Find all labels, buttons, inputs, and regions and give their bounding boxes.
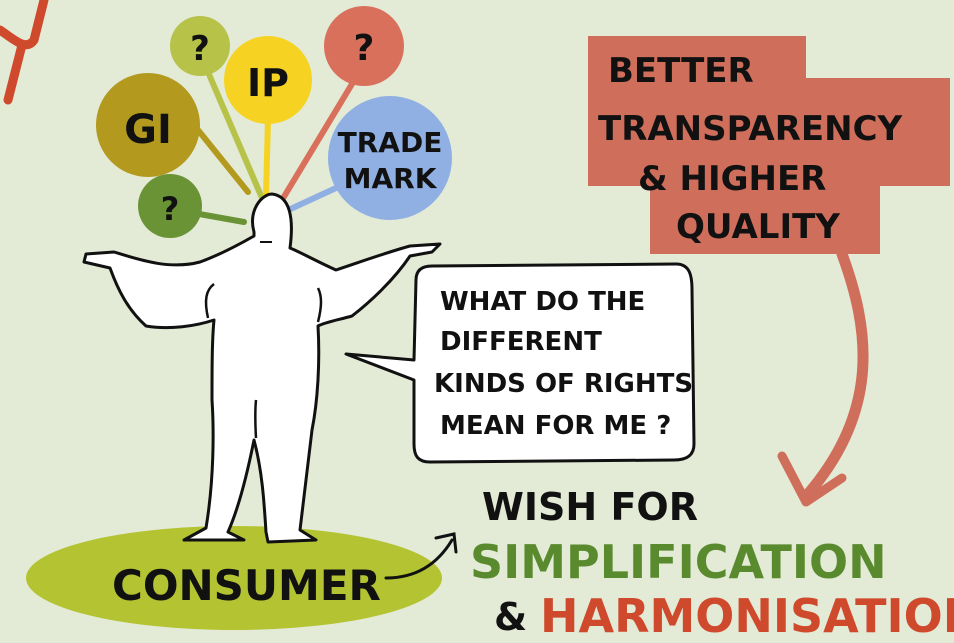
balloon-gi	[96, 73, 200, 177]
quality-line1: BETTER	[608, 51, 754, 91]
speech-bubble	[344, 262, 696, 464]
speech-line4: MEAN FOR ME ?	[440, 411, 671, 441]
quality-line3: & HIGHER	[638, 159, 826, 199]
ground-ellipse	[26, 526, 442, 630]
balloon-trademark	[328, 96, 452, 220]
consumer-figure	[82, 192, 442, 544]
trademark-line2: MARK	[344, 162, 438, 195]
red-stroke-fragment	[0, 0, 49, 105]
wish-harmonisation: HARMONISATION	[540, 589, 954, 643]
consumer-arrow-head	[434, 532, 458, 554]
balloon-gi-label: GI	[124, 107, 172, 153]
quality-box	[588, 36, 950, 254]
balloon-q-left-label: ?	[161, 190, 180, 228]
balloon-question-right	[324, 6, 404, 86]
figure-leg-line	[254, 399, 258, 439]
balloon-question-top	[170, 16, 230, 76]
quality-line2: TRANSPARENCY	[598, 109, 903, 149]
balloon-q-top-label: ?	[190, 29, 210, 69]
wish-amp: &	[494, 595, 527, 639]
wish-line2: SIMPLIFICATION	[470, 535, 887, 589]
speech-line3: KINDS OF RIGHTS	[434, 369, 693, 399]
curved-arrow	[802, 248, 869, 500]
speech-line2: DIFFERENT	[440, 327, 602, 357]
figure-arm-line-left	[204, 283, 215, 319]
consumer-label: CONSUMER	[112, 561, 381, 610]
balloon-ip	[224, 36, 312, 124]
quality-line4: QUALITY	[676, 207, 840, 247]
balloon-question-left	[138, 174, 202, 238]
figure-arm-line-right	[316, 287, 323, 323]
speech-line1: WHAT DO THE	[440, 287, 645, 317]
curved-arrow-head	[777, 451, 847, 507]
trademark-line1: TRADE	[338, 126, 443, 159]
wish-line1: WISH FOR	[482, 485, 698, 529]
consumer-arrow	[384, 538, 454, 580]
balloon-q-right-label: ?	[354, 28, 375, 69]
balloon-ip-label: IP	[247, 61, 289, 105]
